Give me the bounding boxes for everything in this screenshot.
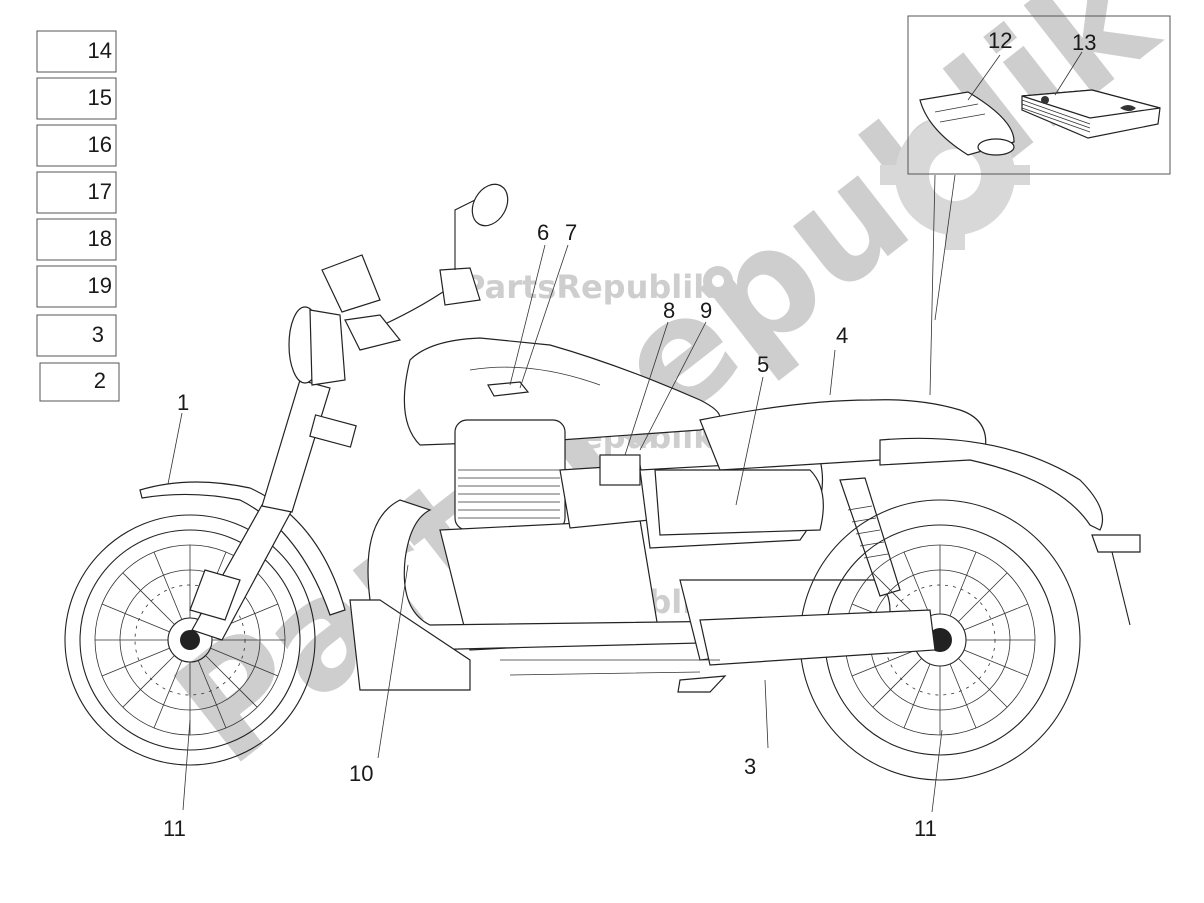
fuel-tank	[403, 337, 721, 446]
legend-box-16: 16	[36, 124, 117, 167]
footpeg	[677, 675, 727, 693]
swing-arm	[699, 609, 936, 666]
legend-box-18: 18	[36, 218, 117, 261]
callout-labels: 1 6 7 8 9 4 5 10 3 11 11 12 13	[163, 28, 1096, 841]
rear-fender	[879, 437, 1104, 531]
callout-1: 1	[177, 390, 189, 415]
callout-13: 13	[1072, 30, 1096, 55]
legend-box-label-3: 3	[92, 322, 104, 347]
front-fork	[189, 379, 357, 641]
legend-box-label-18: 18	[88, 226, 112, 251]
watermark-gear-icon-1	[703, 266, 733, 296]
legend-box-label-16: 16	[88, 132, 112, 157]
manual-booklet-icon	[1021, 89, 1161, 139]
callout-6: 6	[537, 220, 549, 245]
watermark-small-text-1: PartsRepublik	[462, 268, 715, 306]
legend-box-label-19: 19	[88, 273, 112, 298]
legend-box-2: 2	[39, 362, 120, 402]
callout-5: 5	[757, 352, 769, 377]
accessory-inset-box	[907, 15, 1171, 175]
legend-box-label-15: 15	[88, 85, 112, 110]
front-controls	[288, 183, 509, 386]
rear-shock	[839, 477, 901, 597]
callout-11-front: 11	[163, 816, 186, 841]
fuel-cap	[487, 381, 530, 397]
side-panel	[654, 469, 824, 536]
legend-box-3: 3	[36, 314, 117, 357]
motorcycle-diagram	[64, 183, 1141, 781]
legend-box-19: 19	[36, 265, 117, 308]
callout-8: 8	[663, 298, 675, 323]
pouch-icon	[919, 91, 1015, 156]
callout-3: 3	[744, 754, 756, 779]
leader-lines	[167, 51, 1083, 813]
legend-box-label-2: 2	[94, 368, 106, 393]
legend-box-list: 14 15 16 17 18 19 3 2	[36, 30, 120, 402]
callout-10: 10	[349, 761, 373, 786]
legend-box-label-17: 17	[88, 179, 112, 204]
callout-7: 7	[565, 220, 577, 245]
callout-4: 4	[836, 323, 848, 348]
callout-11-rear: 11	[914, 816, 937, 841]
callout-9: 9	[700, 298, 712, 323]
front-fender	[139, 481, 346, 616]
lower-frame	[349, 599, 471, 691]
callout-12: 12	[988, 28, 1012, 53]
legend-box-17: 17	[36, 171, 117, 214]
legend-box-label-14: 14	[88, 38, 112, 63]
legend-box-15: 15	[36, 77, 117, 120]
legend-box-14: 14	[36, 30, 117, 73]
